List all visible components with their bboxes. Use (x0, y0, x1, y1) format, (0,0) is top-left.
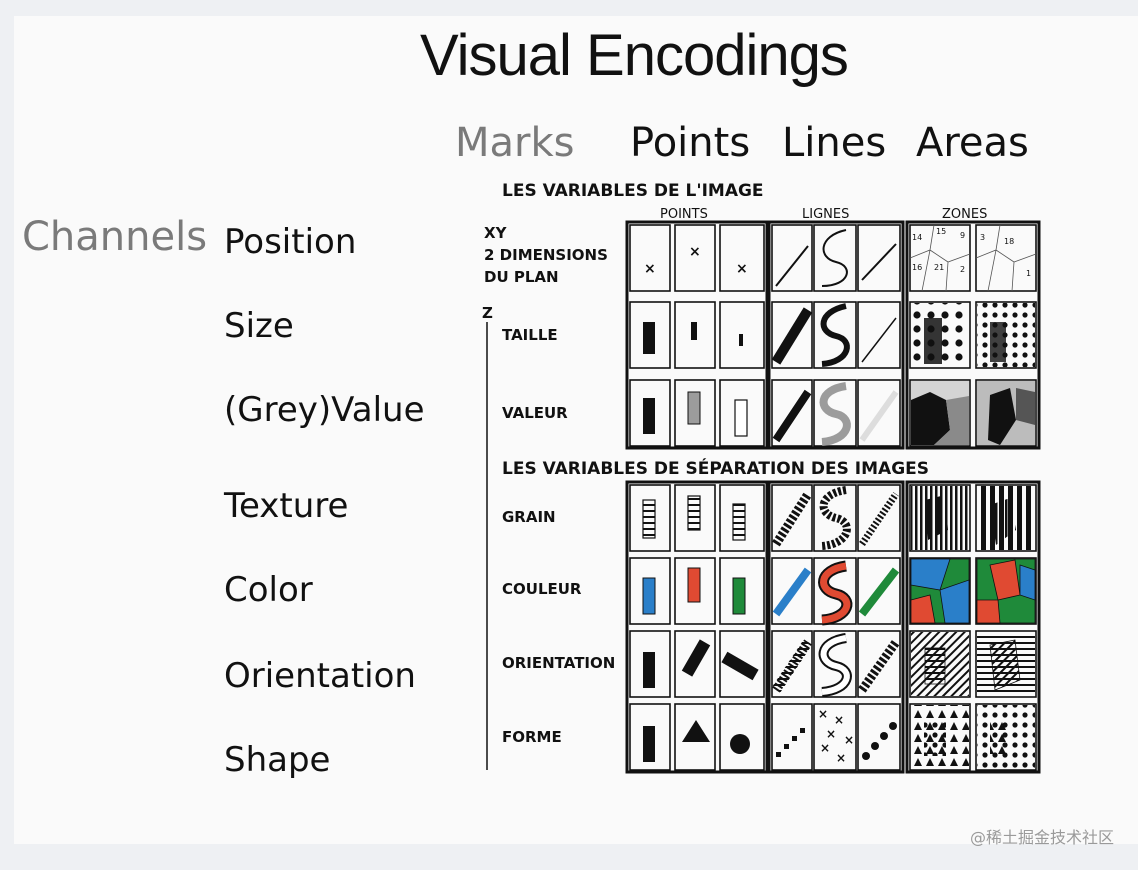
color-zone-marks (910, 558, 1036, 624)
dimensions-label: 2 DIMENSIONS (484, 246, 608, 264)
svg-text:×: × (818, 707, 828, 721)
texture-zone-marks (911, 486, 1035, 550)
svg-text:×: × (644, 261, 656, 277)
texture-line-marks (772, 486, 899, 550)
xy-label: XY (484, 224, 508, 242)
svg-text:×: × (834, 713, 844, 727)
lines-header: Lines (782, 120, 887, 166)
row-label-taille: TAILLE (502, 326, 558, 344)
svg-text:21: 21 (934, 263, 944, 272)
svg-text:×: × (826, 727, 836, 741)
svg-text:×: × (820, 741, 830, 755)
svg-text:9: 9 (960, 231, 965, 240)
position-zone-numbers: 14 15 9 16 21 2 3 18 1 (912, 227, 1031, 278)
svg-text:2: 2 (960, 265, 965, 274)
position-point-marks: × × × (644, 244, 748, 277)
marks-header: Marks (455, 120, 575, 166)
svg-text:×: × (736, 261, 748, 277)
row-label-forme: FORME (502, 728, 562, 746)
shape-point-marks (643, 720, 750, 762)
orientation-zone-marks (911, 632, 1035, 696)
texture-point-marks (642, 495, 746, 541)
top-block-frames (625, 220, 1041, 450)
value-line-marks (772, 382, 899, 446)
channel-position: Position (224, 222, 357, 262)
slide-title: Visual Encodings (420, 23, 849, 88)
orientation-line-marks (771, 633, 900, 697)
svg-text:15: 15 (936, 227, 946, 236)
svg-text:3: 3 (980, 233, 985, 242)
size-point-marks (643, 322, 743, 354)
svg-text:×: × (836, 751, 846, 765)
svg-text:1: 1 (1026, 269, 1031, 278)
channel-size: Size (224, 306, 294, 346)
orientation-point-marks (643, 639, 759, 688)
channel-color: Color (224, 570, 313, 610)
bottom-block-frames (625, 480, 1041, 774)
svg-text:14: 14 (912, 233, 922, 242)
watermark: @稀土掘金技术社区 (969, 828, 1114, 847)
size-zone-marks (911, 303, 1035, 367)
position-zone-marks (909, 224, 1037, 292)
row-label-orientation: ORIENTATION (502, 654, 615, 672)
channel-shape: Shape (224, 740, 331, 780)
section-image-variables: LES VARIABLES DE L'IMAGE (502, 181, 764, 201)
channel-orientation: Orientation (224, 656, 416, 696)
value-zone-marks (911, 381, 1035, 445)
row-label-couleur: COULEUR (502, 580, 582, 598)
color-point-marks (642, 567, 746, 615)
plan-label: DU PLAN (484, 268, 559, 286)
channel-texture: Texture (224, 486, 349, 526)
areas-header: Areas (916, 120, 1029, 166)
channel-value: (Grey)Value (224, 390, 425, 430)
shape-zone-marks (911, 705, 1035, 769)
col-lines-label: LIGNES (802, 207, 849, 222)
channels-label: Channels (22, 214, 208, 260)
col-points-label: POINTS (660, 207, 708, 222)
points-header: Points (630, 120, 751, 166)
row-label-valeur: VALEUR (502, 404, 568, 422)
value-point-marks (643, 391, 748, 437)
size-line-marks (771, 303, 897, 367)
svg-text:18: 18 (1004, 237, 1014, 246)
row-label-grain: GRAIN (502, 508, 556, 526)
shape-line-marks: ×× ×× ×× (776, 707, 897, 765)
z-label: Z (482, 304, 493, 322)
svg-text:16: 16 (912, 263, 922, 272)
section-separation-variables: LES VARIABLES DE SÉPARATION DES IMAGES (502, 457, 929, 479)
position-line-marks (775, 229, 897, 287)
svg-text:×: × (689, 244, 701, 260)
color-line-marks (772, 560, 900, 626)
svg-text:×: × (844, 733, 854, 747)
col-zones-label: ZONES (942, 207, 987, 222)
